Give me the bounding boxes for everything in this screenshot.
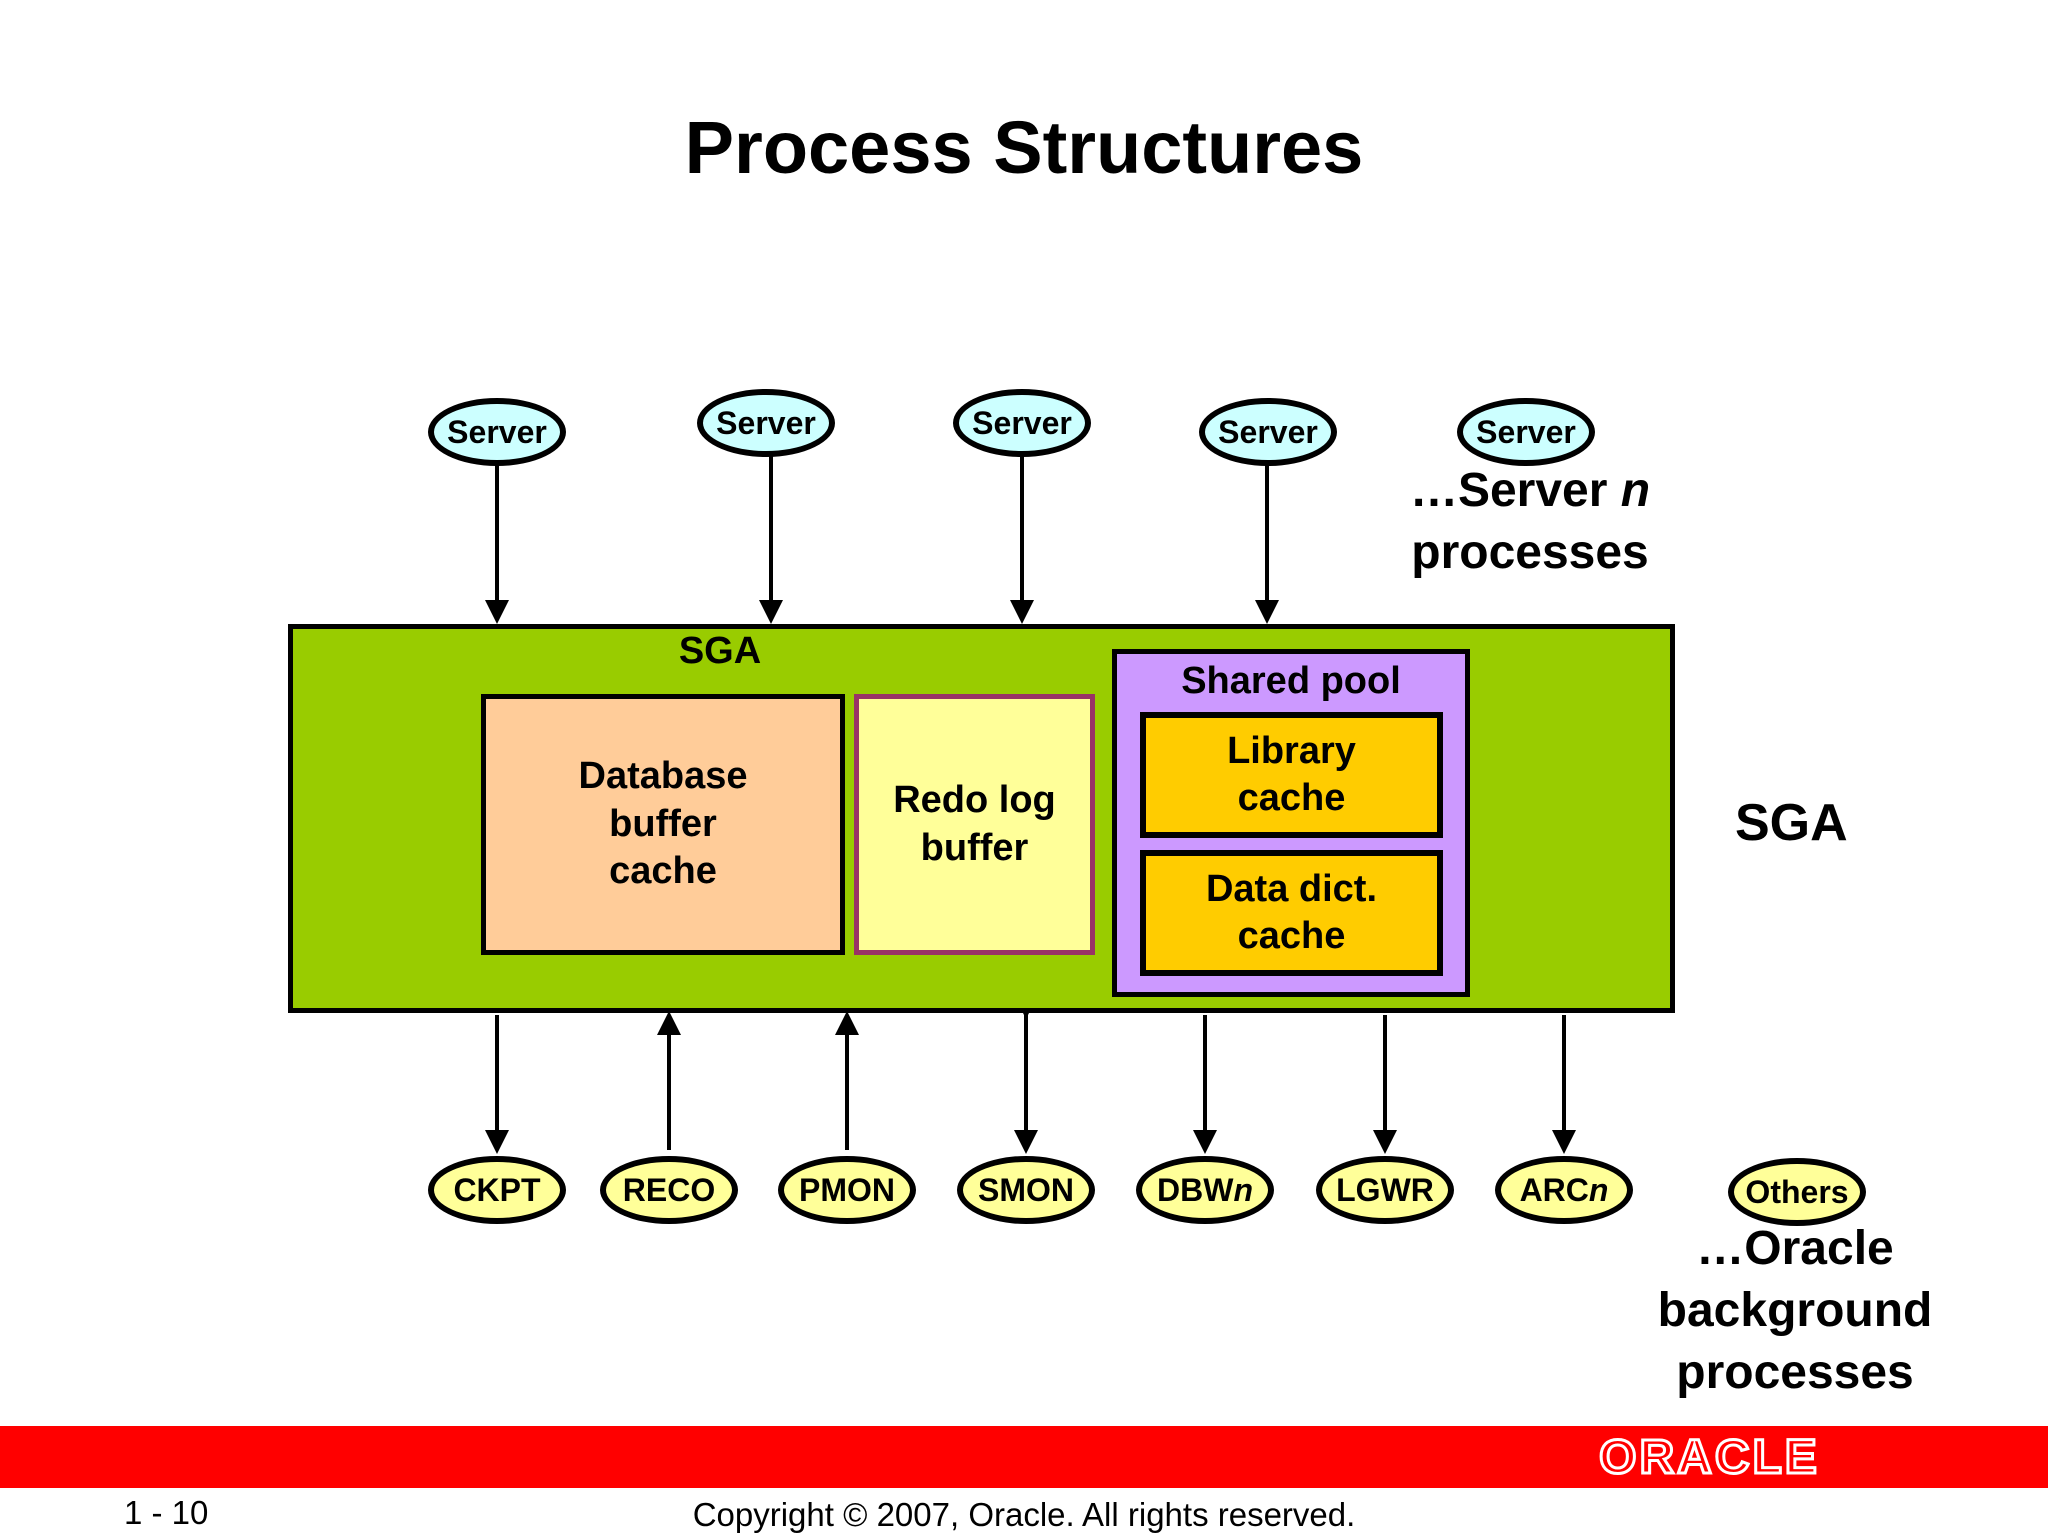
background-process-ckpt: CKPT	[428, 1156, 566, 1224]
background-process-pmon: PMON	[778, 1156, 916, 1224]
copyright: Copyright © 2007, Oracle. All rights res…	[692, 1496, 1356, 1533]
library-cache: Library cache	[1140, 712, 1443, 838]
data-dict-cache: Data dict. cache	[1140, 850, 1443, 976]
background-process-lgwr: LGWR	[1316, 1156, 1454, 1224]
server-process: Server	[1199, 398, 1337, 466]
server-process: Server	[1457, 398, 1595, 466]
sga-side-label: SGA	[1735, 794, 1848, 852]
shared-pool-label: Shared pool	[1181, 660, 1401, 702]
background-process-smon: SMON	[957, 1156, 1095, 1224]
background-process-reco: RECO	[600, 1156, 738, 1224]
redo-log-buffer: Redo log buffer	[854, 694, 1095, 955]
oracle-logo: ORACLE	[1598, 1429, 1820, 1485]
background-process-others: Others	[1728, 1158, 1866, 1226]
server-process: Server	[953, 389, 1091, 457]
background-note: …Oracle background processes	[1657, 1222, 1933, 1399]
page-title: Process Structures	[684, 106, 1364, 189]
page-number: 1 - 10	[124, 1494, 209, 1531]
database-buffer-cache: Database buffer cache	[481, 694, 845, 955]
server-process: Server	[697, 389, 835, 457]
sga-inner-label: SGA	[678, 630, 762, 672]
server-process: Server	[428, 398, 566, 466]
server-n-note: …Server n processes	[1409, 464, 1651, 579]
footer-bar	[0, 1426, 2048, 1488]
